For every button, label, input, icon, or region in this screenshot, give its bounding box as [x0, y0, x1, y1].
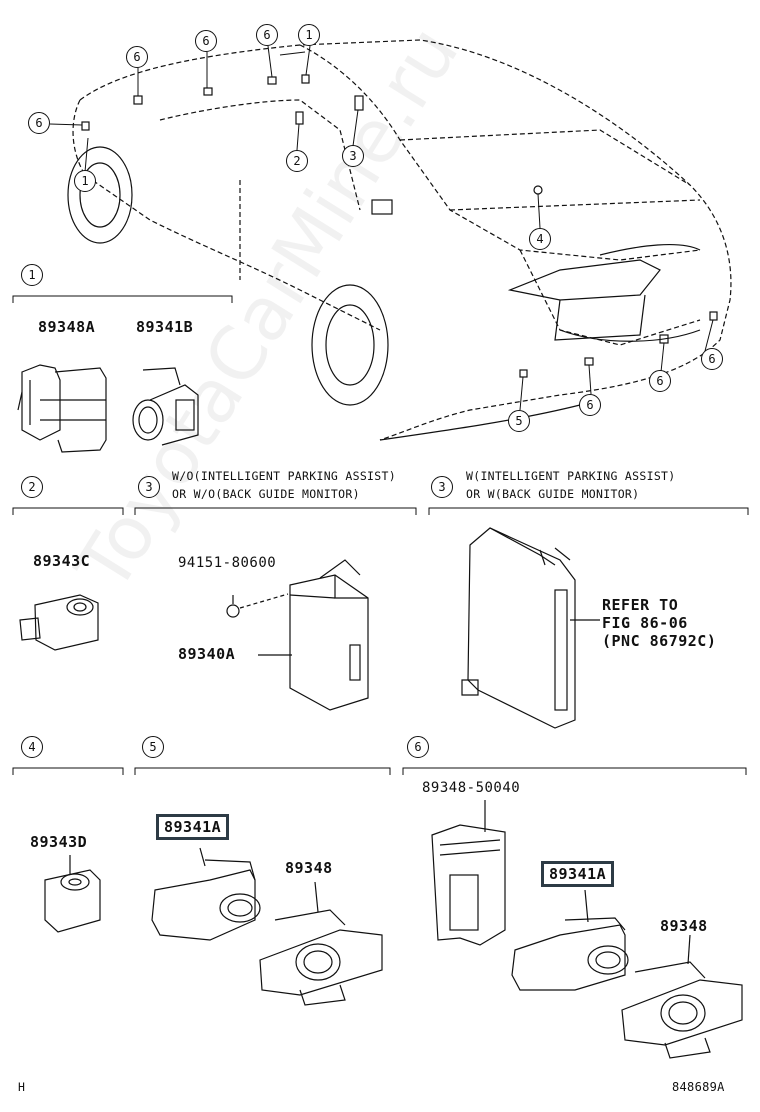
section-rules	[12, 295, 749, 775]
section-3b-note-line1: W(INTELLIGENT PARKING ASSIST)	[466, 469, 676, 483]
callout-6: 6	[195, 30, 217, 52]
footer-left-code: H	[18, 1080, 26, 1094]
part-89343D-drawing	[44, 855, 101, 933]
section-3a-note-line2: OR W/O(BACK GUIDE MONITOR)	[172, 487, 360, 501]
refer-to-line1: REFER TO	[602, 596, 679, 614]
figure-id: 848689A	[672, 1080, 725, 1094]
part-number-94151-80600[interactable]: 94151-80600	[178, 555, 277, 571]
callout-5: 5	[508, 410, 530, 432]
car-illustration	[72, 39, 732, 441]
section-3a-marker: 3	[138, 476, 160, 498]
callout-2: 2	[286, 150, 308, 172]
callout-6: 6	[649, 370, 671, 392]
car-body-solid	[67, 74, 718, 441]
part-number-89343D[interactable]: 89343D	[30, 833, 88, 851]
callout-6: 6	[579, 394, 601, 416]
section-6-marker: 6	[407, 736, 429, 758]
part-89343C-drawing	[19, 594, 99, 651]
part-89341A-6-drawing	[511, 889, 629, 991]
part-number-89341B[interactable]: 89341B	[136, 318, 194, 336]
part-89348-5-drawing	[259, 881, 383, 1006]
refer-to-line2[interactable]: FIG 86-06	[602, 614, 688, 632]
section-1-marker: 1	[21, 264, 43, 286]
section-3b-note-line2: OR W(BACK GUIDE MONITOR)	[466, 487, 640, 501]
section-3a-note-line1: W/O(INTELLIGENT PARKING ASSIST)	[172, 469, 396, 483]
part-number-89341A-highlighted[interactable]: 89341A	[156, 814, 230, 840]
ecu-module-drawing	[461, 527, 600, 729]
callout-1: 1	[298, 24, 320, 46]
part-89348-50040-drawing	[431, 800, 506, 946]
callout-4: 4	[529, 228, 551, 250]
part-number-89348-50040[interactable]: 89348-50040	[422, 780, 521, 796]
callout-6: 6	[701, 348, 723, 370]
part-number-89348[interactable]: 89348	[285, 859, 333, 877]
part-number-89348A[interactable]: 89348A	[38, 318, 96, 336]
part-number-89340A[interactable]: 89340A	[178, 645, 236, 663]
section-3b-marker: 3	[431, 476, 453, 498]
part-89348-6-drawing	[621, 934, 743, 1059]
callout-3: 3	[342, 145, 364, 167]
callout-6: 6	[126, 46, 148, 68]
part-89341A-5-drawing	[151, 847, 261, 941]
section-4-marker: 4	[21, 736, 43, 758]
callout-6: 6	[256, 24, 278, 46]
part-number-89343C[interactable]: 89343C	[33, 552, 91, 570]
part-number-89341A-highlighted[interactable]: 89341A	[541, 861, 615, 887]
callout-1: 1	[74, 170, 96, 192]
part-89341B-drawing	[132, 367, 199, 446]
callout-6: 6	[28, 112, 50, 134]
part-89348A-drawing	[17, 364, 107, 453]
part-89340A-drawing	[226, 559, 369, 711]
section-2-marker: 2	[21, 476, 43, 498]
part-number-89348[interactable]: 89348	[660, 917, 708, 935]
refer-to-line3: (PNC 86792C)	[602, 632, 717, 650]
section-5-marker: 5	[142, 736, 164, 758]
callout-leaders	[49, 45, 714, 411]
